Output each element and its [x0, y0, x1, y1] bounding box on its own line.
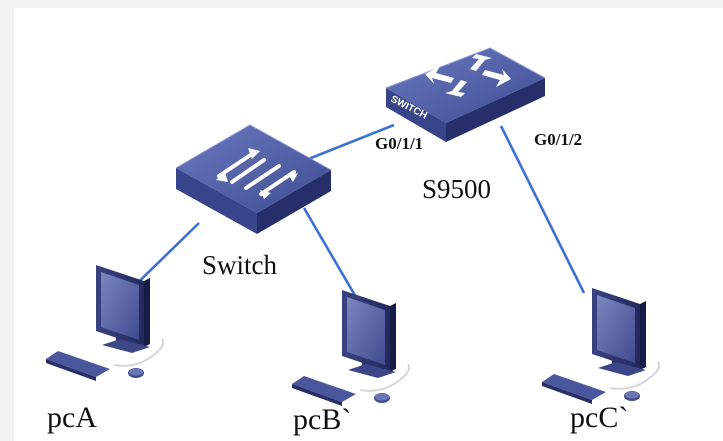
port-label-left: G0/1/1	[375, 134, 424, 153]
pc-label-a: pcA	[47, 401, 97, 434]
access-switch-label: Switch	[202, 250, 278, 280]
network-diagram-canvas: SWITCH	[14, 8, 723, 441]
computer-icon-pcb	[292, 290, 411, 406]
switch-icon	[175, 124, 332, 234]
diagram-svg: SWITCH	[46, 47, 661, 406]
computer-icon-pca	[46, 265, 165, 381]
link-s9500-pcc	[499, 125, 586, 294]
port-label-right: G0/1/2	[534, 130, 583, 149]
pc-label-c: pcC`	[570, 401, 629, 434]
core-switch-label: S9500	[422, 174, 492, 204]
link-switch-s9500	[305, 123, 395, 162]
computer-icon-pcc	[542, 288, 661, 404]
router-switch-icon: SWITCH	[385, 47, 546, 142]
network-links	[121, 123, 586, 305]
link-switch-pcb	[302, 207, 362, 305]
pc-label-b: pcB`	[293, 403, 352, 436]
